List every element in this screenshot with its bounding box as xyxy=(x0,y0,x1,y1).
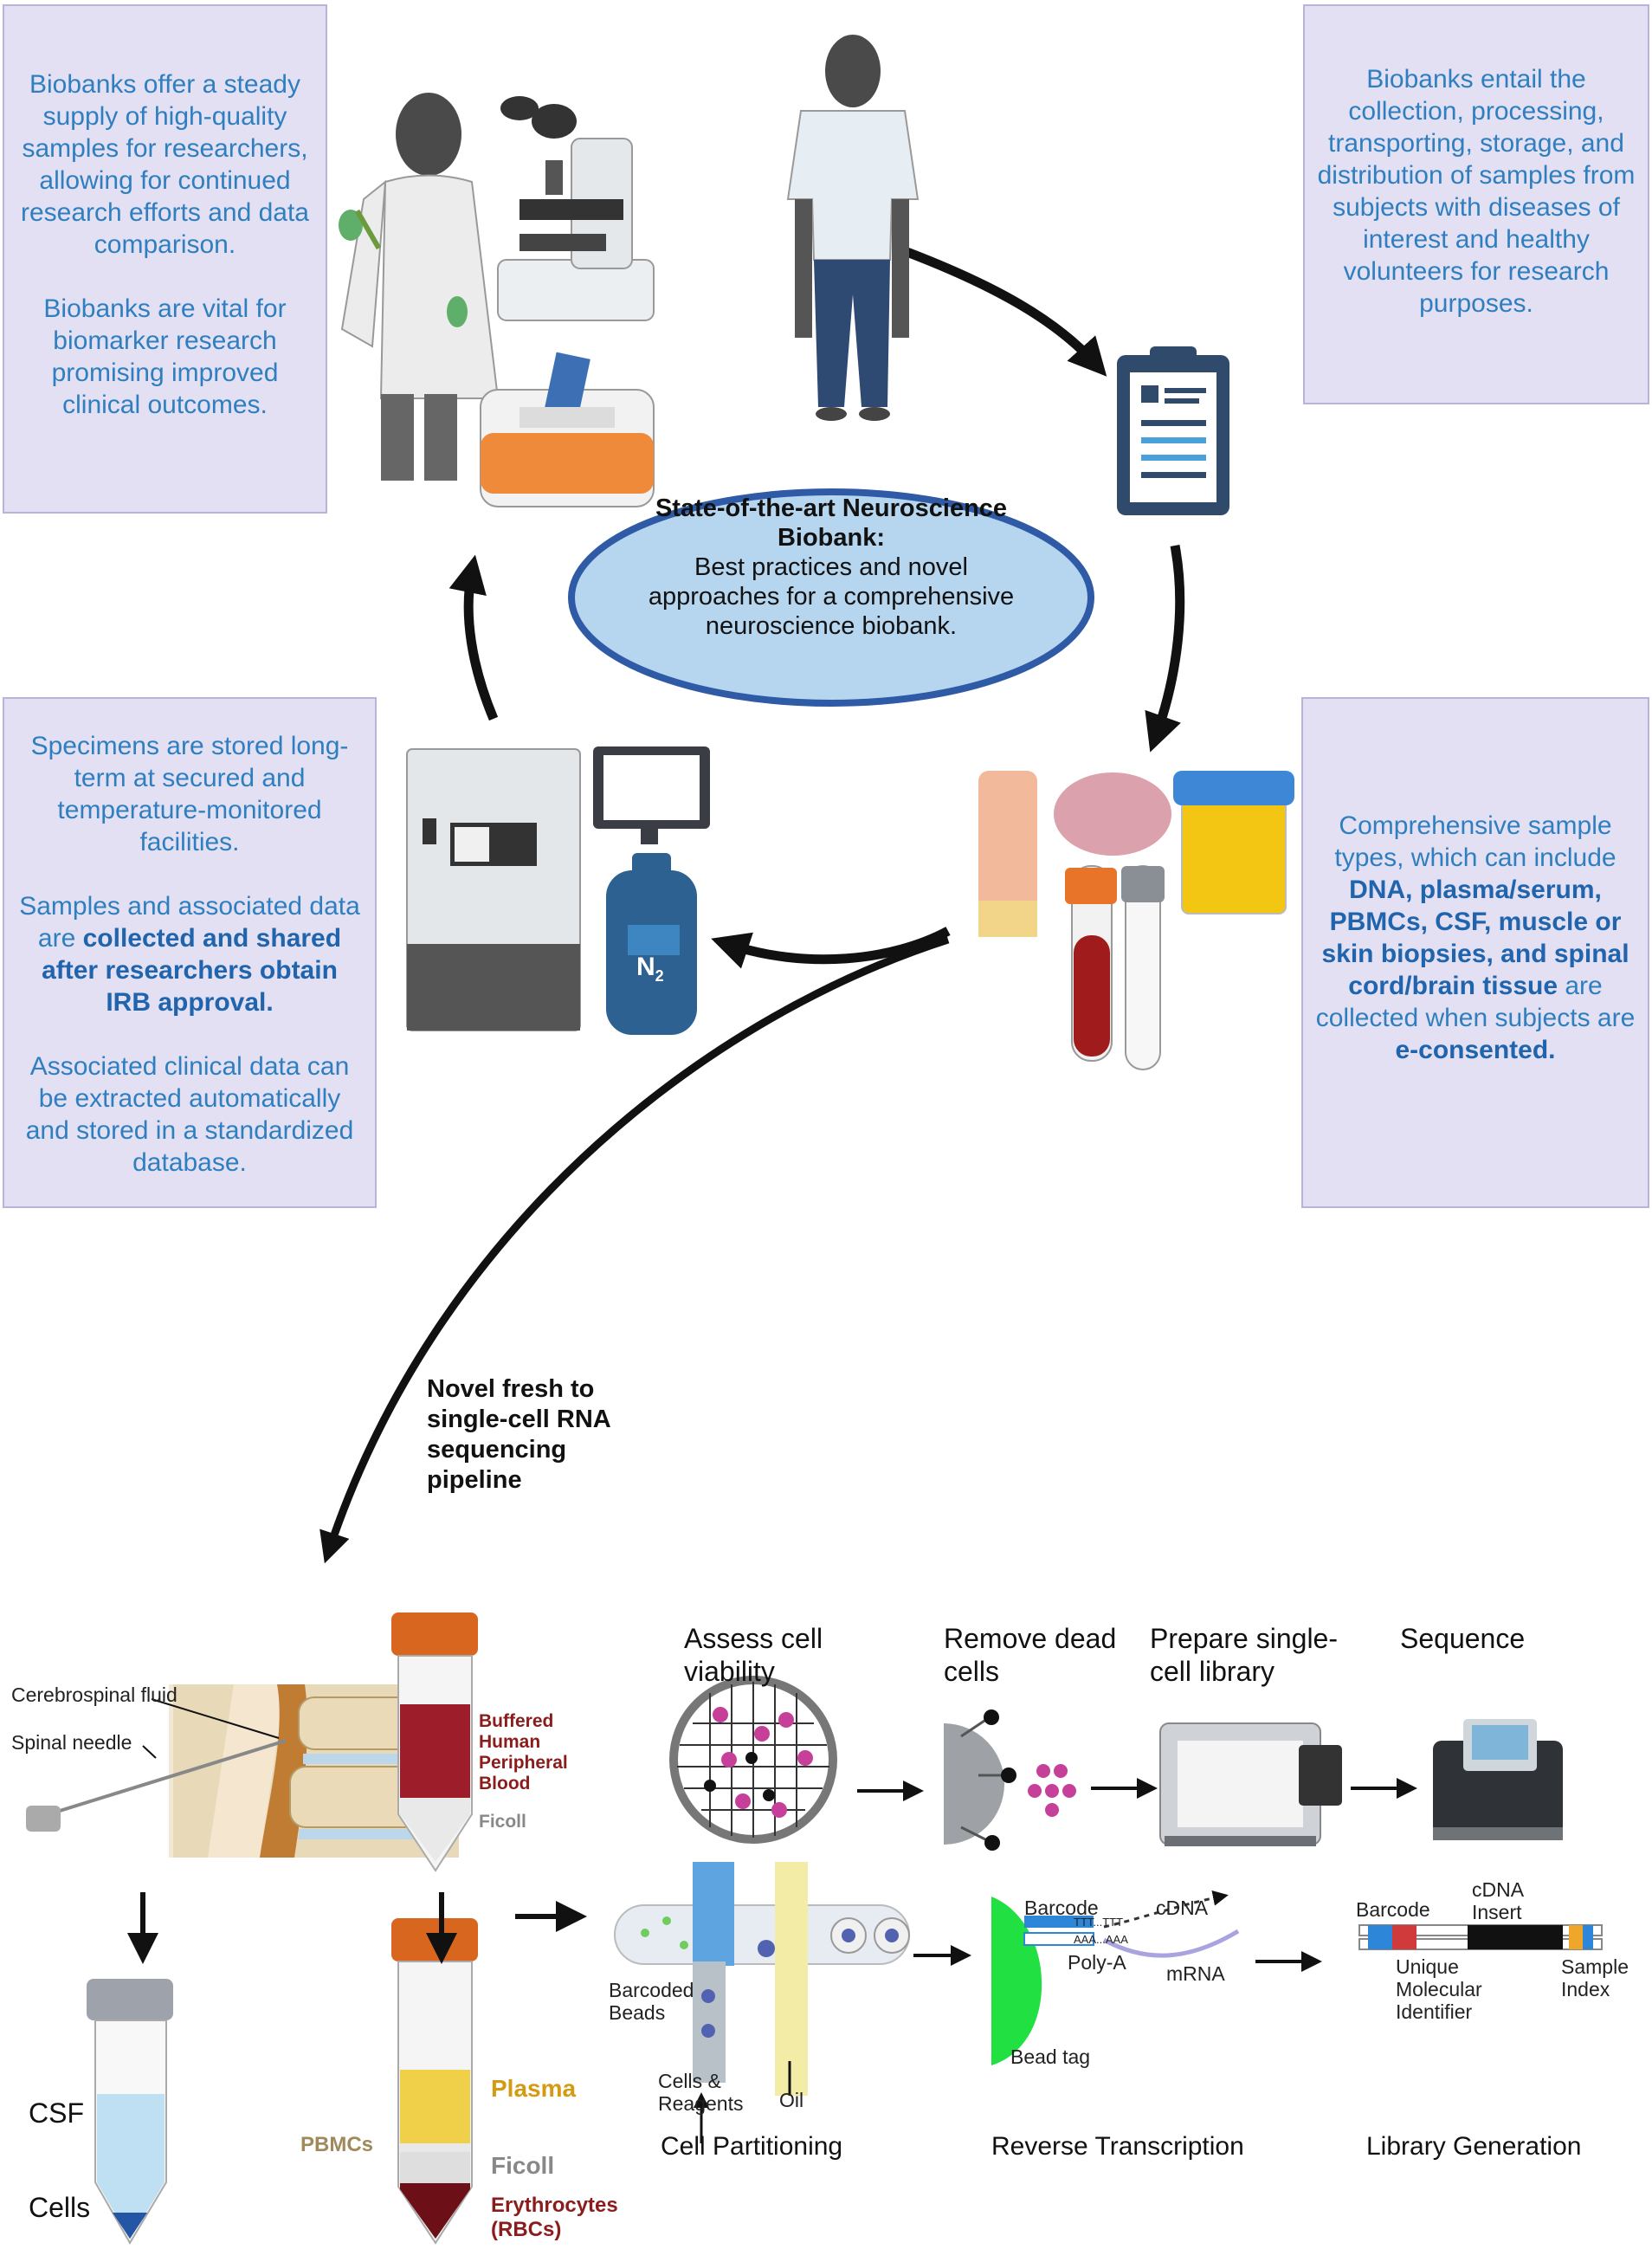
label-cerebrospinal-fluid: Cerebrospinal fluid xyxy=(11,1684,177,1706)
info-box-mid-right-text-d: e-consented. xyxy=(1395,1036,1556,1064)
info-box-top-left-text-1: Biobanks offer a steady supply of high-q… xyxy=(21,70,309,259)
step-assess-viability: Assess cell viability xyxy=(684,1623,823,1687)
sample-types-icons xyxy=(978,771,1294,1070)
arrow-freezer-to-lab xyxy=(448,554,499,721)
label-rt-ttt: TTT...TTT xyxy=(1074,1916,1124,1929)
label-ficoll-top: Ficoll xyxy=(479,1812,526,1832)
n2-label: N2 xyxy=(636,953,664,986)
step-sequence: Sequence xyxy=(1400,1623,1526,1654)
info-box-mid-right: Comprehensive sample types, which can in… xyxy=(1301,697,1649,1208)
computer-monitor-icon xyxy=(593,746,710,844)
label-csf: CSF xyxy=(29,2097,84,2129)
separated-tube xyxy=(391,1918,478,2245)
label-rt-mrna: mRNA xyxy=(1166,1962,1225,1985)
microscope-icon xyxy=(497,96,655,321)
label-rt-barcode: Barcode xyxy=(1024,1897,1099,1919)
viability-grid-icon xyxy=(669,1676,837,1844)
n2-letter: N xyxy=(636,953,655,981)
info-box-mid-left-text-2b: collected and shared after researchers o… xyxy=(42,924,342,1017)
info-box-top-left-text-2: Biobanks are vital for biomarker researc… xyxy=(43,294,287,419)
microfluidic-chip-icon xyxy=(614,1862,910,2096)
label-rt-aaa: AAA...AAA xyxy=(1074,1933,1128,1946)
arrow-clipboard-to-samples xyxy=(1145,544,1185,753)
info-box-mid-left-text-2a: Samples and associated data are xyxy=(19,892,360,953)
csf-tube xyxy=(87,1979,173,2245)
center-title: State-of-the-art Neuroscience Biobank: xyxy=(655,494,1008,552)
info-box-mid-left-text-2: Samples and associated data are collecte… xyxy=(16,890,363,1018)
stage-library-generation: Library Generation xyxy=(1366,2132,1582,2161)
step-remove-dead-cells: Remove dead cells xyxy=(944,1623,1117,1687)
pipeline-label: Novel fresh to single-cell RNA sequencin… xyxy=(427,1375,610,1494)
info-box-mid-right-text-c: are collected when subjects are xyxy=(1315,972,1636,1032)
label-lib-cdna-insert: cDNA Insert xyxy=(1472,1878,1523,1923)
center-ellipse xyxy=(568,488,1094,707)
center-body: Best practices and novel approaches for … xyxy=(648,553,1015,640)
info-box-mid-left-text-3: Associated clinical data can be extracte… xyxy=(25,1052,354,1177)
info-box-mid-right-text-a: Comprehensive sample types, which can in… xyxy=(1334,811,1617,872)
label-barcoded-beads: Barcoded Beads xyxy=(609,1979,694,2024)
label-cells-and-reagents: Cells & Reagents xyxy=(658,2070,744,2115)
library-construct-icon xyxy=(1358,1924,1603,1950)
label-lib-sample-index: Sample Index xyxy=(1561,1955,1629,2000)
label-lib-barcode: Barcode xyxy=(1356,1898,1430,1921)
label-buffered-blood: Buffered Human Peripheral Blood xyxy=(479,1711,568,1793)
n2-subscript: 2 xyxy=(655,967,664,985)
center-text: State-of-the-art Neuroscience Biobank: B… xyxy=(641,494,1022,641)
label-plasma: Plasma xyxy=(491,2075,577,2102)
label-ficoll-bottom: Ficoll xyxy=(491,2152,555,2179)
dead-cell-removal-icon xyxy=(944,1709,1076,1851)
step-prepare-library: Prepare single-cell library xyxy=(1150,1623,1338,1687)
arrow-person-to-clipboard xyxy=(903,246,1107,377)
info-box-mid-right-text-b: DNA, plasma/serum, PBMCs, CSF, muscle or… xyxy=(1321,876,1629,1000)
info-box-mid-left: Specimens are stored long-term at secure… xyxy=(3,697,377,1208)
blood-ficoll-tube xyxy=(391,1612,478,1872)
label-rt-polya: Poly-A xyxy=(1068,1951,1126,1974)
person-figure xyxy=(786,35,920,421)
arrow-samples-to-pipeline xyxy=(319,935,950,1564)
scientist-figure xyxy=(339,93,500,481)
spine-illustration xyxy=(26,1684,459,1858)
label-bead-tag: Bead tag xyxy=(1010,2045,1091,2068)
info-box-top-right-text: Biobanks entail the collection, processi… xyxy=(1317,65,1636,318)
info-box-mid-left-text-1: Specimens are stored long-term at secure… xyxy=(30,732,349,856)
info-box-mid-right-text: Comprehensive sample types, which can in… xyxy=(1315,810,1636,1066)
label-oil: Oil xyxy=(779,2089,804,2111)
library-prep-instrument-icon xyxy=(1159,1722,1342,1846)
label-cells: Cells xyxy=(29,2192,91,2223)
bead-tag-icon xyxy=(991,1890,1240,2065)
label-erythrocytes: Erythrocytes (RBCs) xyxy=(491,2194,618,2241)
stage-cell-partitioning: Cell Partitioning xyxy=(661,2132,843,2161)
label-spinal-needle: Spinal needle xyxy=(11,1731,132,1754)
label-rt-cdna: cDNA xyxy=(1156,1897,1209,1919)
stage-reverse-transcription: Reverse Transcription xyxy=(991,2132,1244,2161)
arrow-samples-to-freezer xyxy=(711,927,951,969)
info-box-top-right: Biobanks entail the collection, processi… xyxy=(1303,4,1649,404)
label-lib-umi: Unique Molecular Identifier xyxy=(1396,1955,1482,2023)
sequencer-icon xyxy=(1433,1719,1563,1840)
n2-tank-icon xyxy=(606,853,697,1035)
clipboard-icon xyxy=(1117,346,1229,515)
info-box-top-left: Biobanks offer a steady supply of high-q… xyxy=(3,4,327,514)
centrifuge-icon xyxy=(480,352,655,507)
label-pbmcs: PBMCs xyxy=(300,2133,374,2156)
freezer-icon xyxy=(406,748,581,1031)
